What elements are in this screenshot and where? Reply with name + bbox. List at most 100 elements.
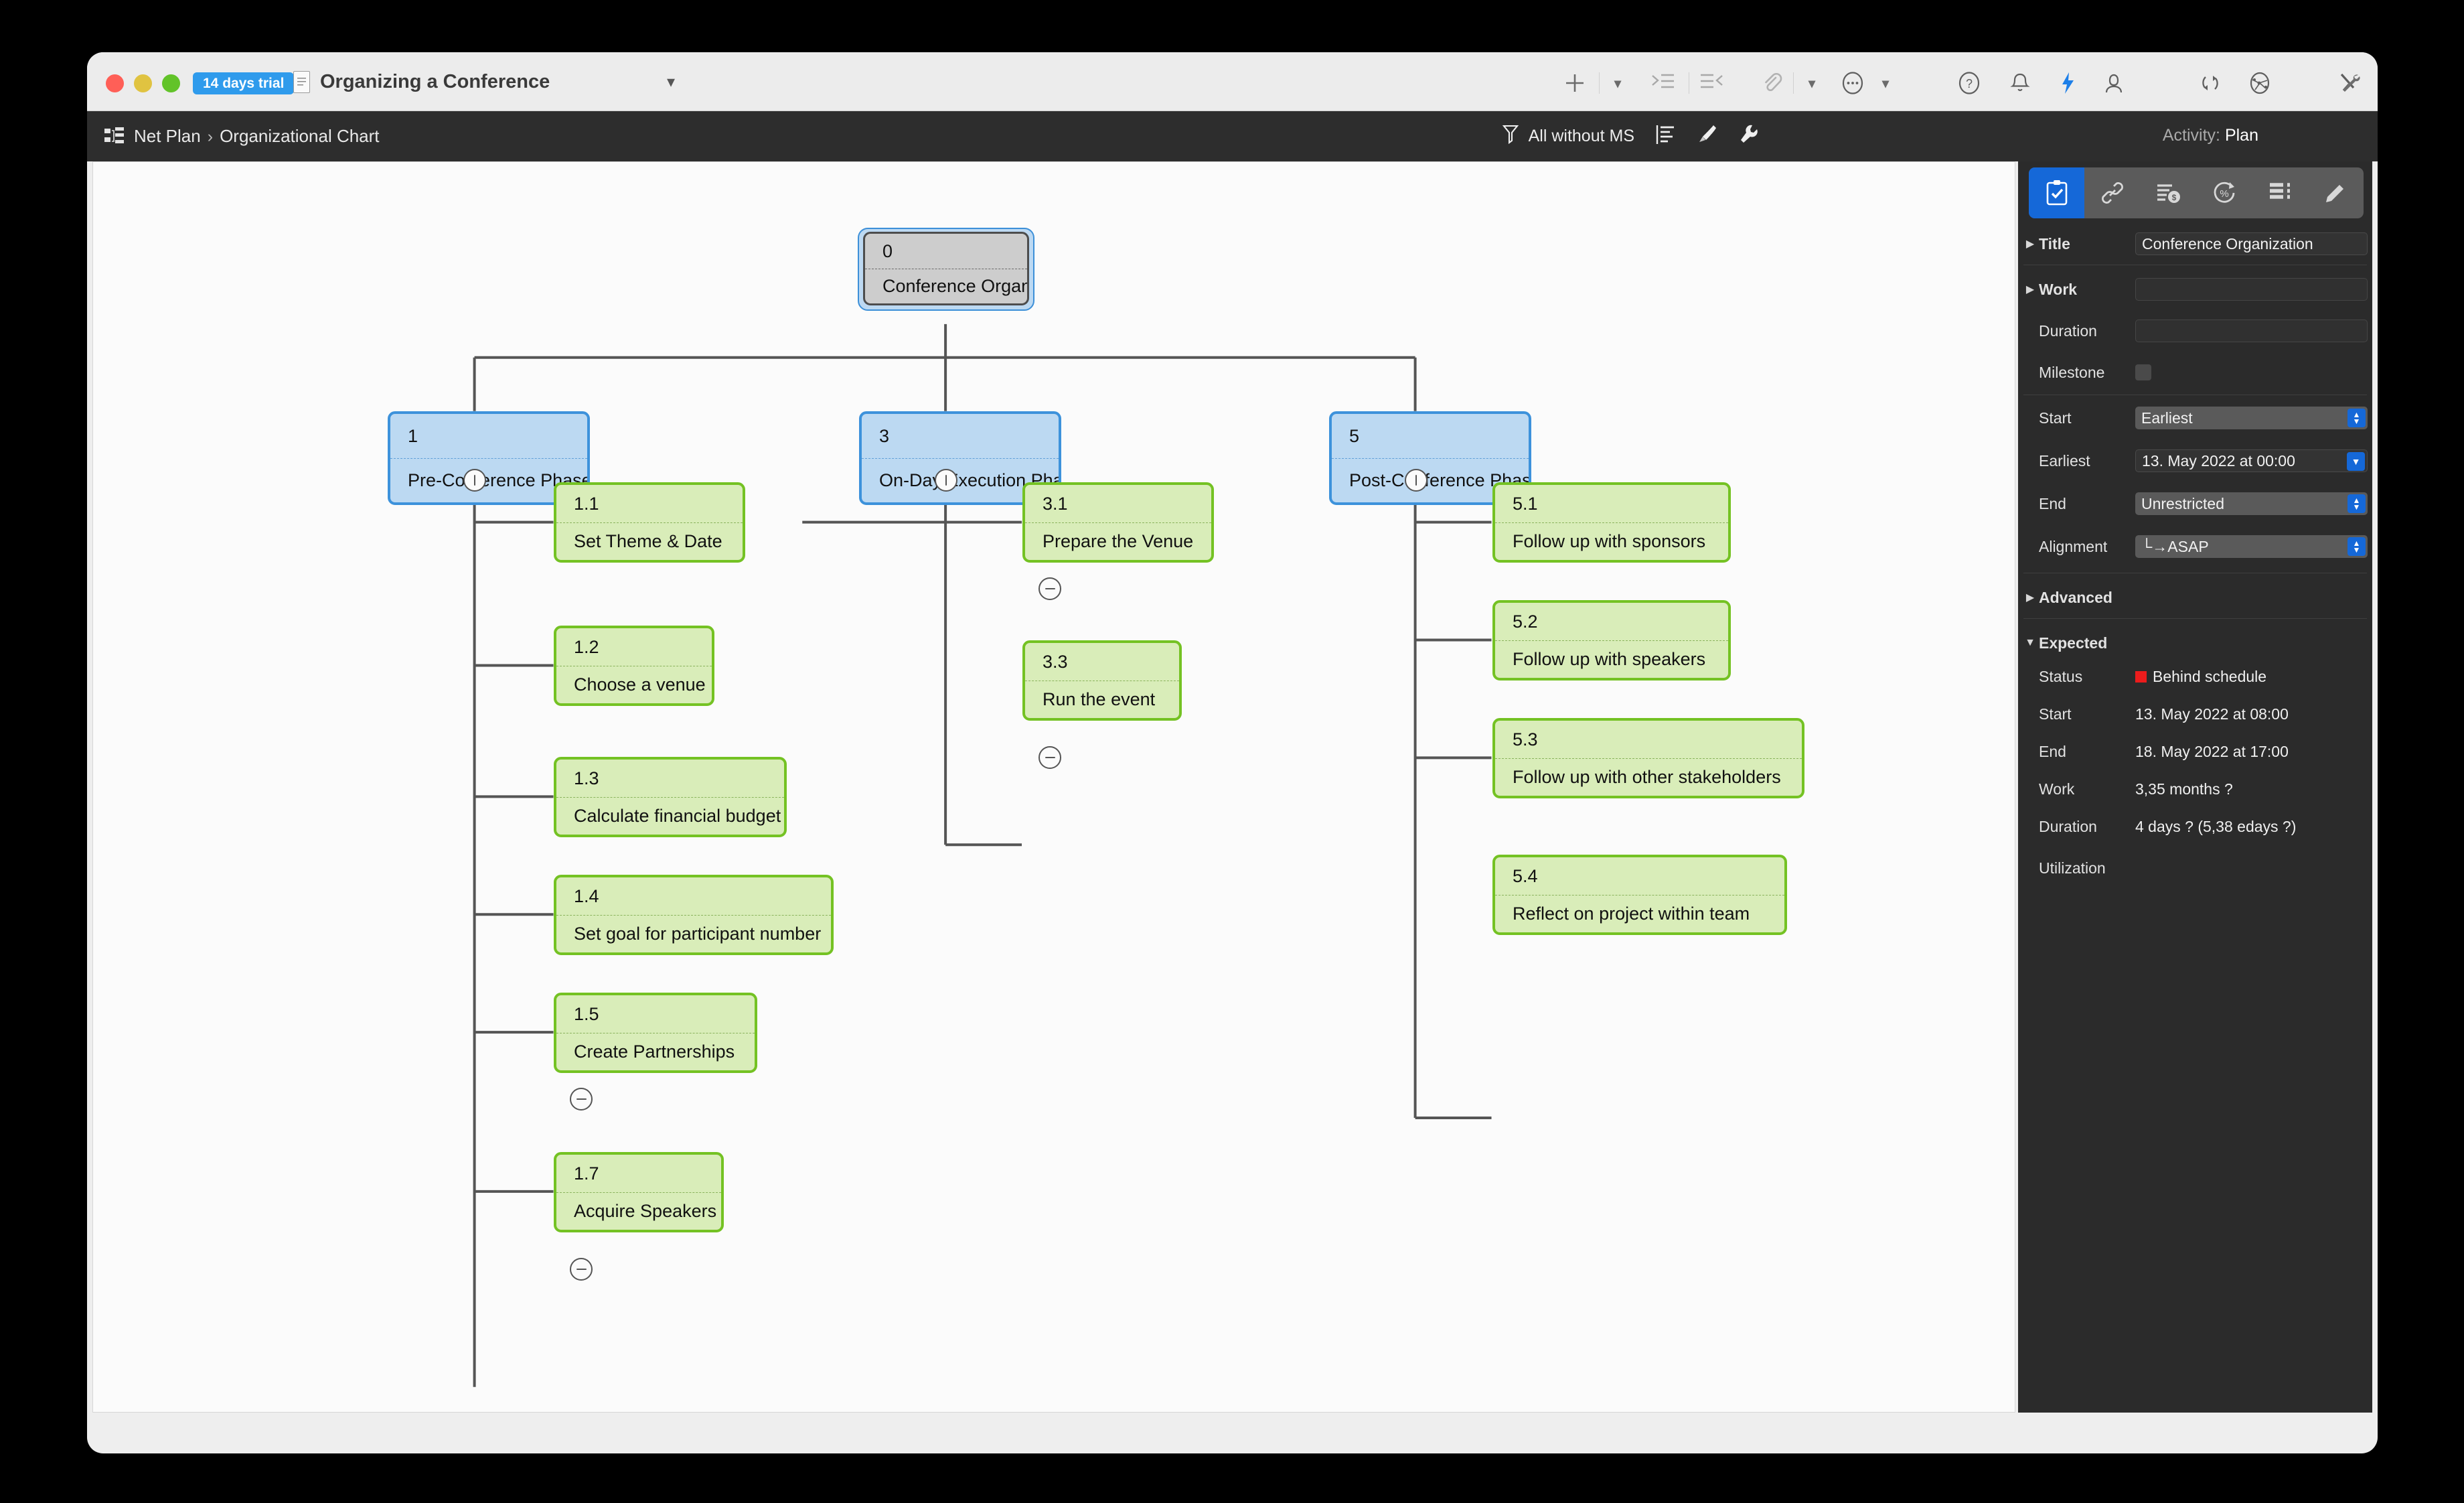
node-divider xyxy=(1495,522,1728,523)
end-value: Unrestricted xyxy=(2141,494,2224,512)
expected-work-label: Work xyxy=(2039,780,2075,798)
expected-start-label: Start xyxy=(2039,705,2072,723)
task-1-7-collapse-handle[interactable] xyxy=(570,1258,593,1281)
filter-funnel-icon[interactable] xyxy=(1502,123,1519,149)
attach-chevron-down-icon[interactable]: ▾ xyxy=(1808,76,1816,91)
node-divider xyxy=(556,797,784,798)
end-stepper-icon[interactable]: ▲▼ xyxy=(2347,494,2366,513)
task-1-5-collapse-handle[interactable] xyxy=(570,1088,593,1111)
task-3-1-collapse-handle[interactable] xyxy=(1038,577,1061,600)
earliest-date-field[interactable]: 13. May 2022 at 00:00 ▼ xyxy=(2135,449,2368,472)
node-title: Acquire Speakers xyxy=(574,1200,717,1221)
node-task-3-3[interactable]: 3.3 Run the event xyxy=(1022,640,1182,721)
breadcrumb-item-net-plan[interactable]: Net Plan xyxy=(134,126,201,146)
filter-label[interactable]: All without MS xyxy=(1528,127,1634,145)
minimize-window-button[interactable] xyxy=(134,74,152,92)
outdent-icon[interactable] xyxy=(1695,68,1727,98)
node-divider xyxy=(556,522,743,523)
lightning-bolt-icon[interactable] xyxy=(2054,68,2081,98)
person-icon[interactable] xyxy=(2098,68,2129,98)
tab-links[interactable] xyxy=(2084,167,2140,218)
inspector-tab-bar: $ % xyxy=(2029,167,2364,218)
tab-progress[interactable]: % xyxy=(2196,167,2252,218)
tab-resources[interactable] xyxy=(2252,167,2307,218)
work-label: Work xyxy=(2039,280,2078,298)
node-task-5-4[interactable]: 5.4 Reflect on project within team xyxy=(1492,855,1787,935)
alignment-select[interactable]: └→ASAP ▲▼ xyxy=(2135,535,2368,558)
alignment-label: Alignment xyxy=(2039,537,2108,555)
app-window: 14 days trial Organizing a Conference ▾ … xyxy=(87,52,2378,1453)
node-task-5-1[interactable]: 5.1 Follow up with sponsors xyxy=(1492,482,1731,563)
chevron-down-icon[interactable]: ▾ xyxy=(667,73,676,91)
node-task-5-2[interactable]: 5.2 Follow up with speakers xyxy=(1492,600,1731,681)
alignment-stepper-icon[interactable]: ▲▼ xyxy=(2347,537,2366,556)
tab-general[interactable] xyxy=(2029,167,2085,218)
title-input[interactable]: Conference Organization xyxy=(2135,232,2368,255)
outline-list-icon[interactable] xyxy=(1656,124,1676,149)
node-task-1-5[interactable]: 1.5 Create Partnerships xyxy=(554,993,757,1073)
end-select[interactable]: Unrestricted ▲▼ xyxy=(2135,492,2368,515)
work-disclosure-triangle[interactable]: ▶ xyxy=(2025,284,2035,295)
node-task-5-3[interactable]: 5.3 Follow up with other stakeholders xyxy=(1492,718,1804,798)
task-3-3-collapse-handle[interactable] xyxy=(1038,746,1061,769)
more-chevron-down-icon[interactable]: ▾ xyxy=(1881,76,1890,91)
tab-notes[interactable] xyxy=(2308,167,2364,218)
expected-row-start: Start 13. May 2022 at 08:00 xyxy=(2018,703,2372,725)
plus-icon[interactable] xyxy=(1559,68,1591,98)
node-task-1-2[interactable]: 1.2 Choose a venue xyxy=(554,626,714,706)
start-label: Start xyxy=(2039,409,2072,427)
expected-end-label: End xyxy=(2039,742,2066,760)
expected-disclosure-triangle[interactable]: ▼ xyxy=(2025,637,2035,648)
phase-5-collapse-handle[interactable] xyxy=(1405,469,1428,492)
activity-label: Activity: xyxy=(2162,126,2220,145)
inspector-row-end: End Unrestricted ▲▼ xyxy=(2018,492,2372,515)
milestone-checkbox[interactable] xyxy=(2135,364,2151,380)
org-chart-canvas[interactable]: 0 Conference Organization 1 Pre-Conferen… xyxy=(92,161,2015,1413)
paintbrush-icon[interactable] xyxy=(1697,124,1717,149)
node-title: Reflect on project within team xyxy=(1513,903,1750,924)
work-input[interactable] xyxy=(2135,278,2368,301)
title-disclosure-triangle[interactable]: ▶ xyxy=(2025,238,2035,250)
add-chevron-down-icon[interactable]: ▾ xyxy=(1614,76,1622,91)
node-phase-3[interactable]: 3 On-Day Execution Phase xyxy=(859,411,1061,505)
start-select[interactable]: Earliest ▲▼ xyxy=(2135,407,2368,429)
node-divider xyxy=(1495,640,1728,641)
activity-value[interactable]: Plan xyxy=(2224,126,2258,145)
paperclip-icon[interactable] xyxy=(1756,68,1788,98)
inspector-section-advanced[interactable]: ▶ Advanced xyxy=(2018,586,2372,609)
tab-costs[interactable]: $ xyxy=(2141,167,2196,218)
node-task-1-7[interactable]: 1.7 Acquire Speakers xyxy=(554,1152,724,1232)
node-title: Follow up with sponsors xyxy=(1513,530,1706,551)
phase-1-collapse-handle[interactable] xyxy=(463,469,486,492)
earliest-chevron-down-icon[interactable]: ▼ xyxy=(2347,452,2365,471)
maximize-window-button[interactable] xyxy=(162,74,180,92)
node-task-1-1[interactable]: 1.1 Set Theme & Date xyxy=(554,482,745,563)
question-circle-icon[interactable]: ? xyxy=(1954,68,1985,98)
phase-3-collapse-handle[interactable] xyxy=(935,469,957,492)
wrench-icon[interactable] xyxy=(1739,124,1758,149)
start-stepper-icon[interactable]: ▲▼ xyxy=(2347,409,2366,427)
bell-icon[interactable] xyxy=(2005,68,2035,98)
trial-badge[interactable]: 14 days trial xyxy=(193,72,295,94)
indent-icon[interactable] xyxy=(1647,68,1679,98)
milestone-label: Milestone xyxy=(2039,363,2105,381)
advanced-disclosure-triangle[interactable]: ▶ xyxy=(2025,592,2035,603)
node-task-1-3[interactable]: 1.3 Calculate financial budget xyxy=(554,757,787,837)
globe-network-icon[interactable] xyxy=(2244,68,2275,98)
ellipsis-circle-icon[interactable] xyxy=(1837,68,1868,98)
node-divider xyxy=(1025,522,1211,523)
inspector-row-milestone: Milestone xyxy=(2018,361,2372,384)
node-task-3-1[interactable]: 3.1 Prepare the Venue xyxy=(1022,482,1214,563)
tools-icon[interactable] xyxy=(2334,68,2366,98)
refresh-icon[interactable] xyxy=(2195,68,2226,98)
expected-work-value: 3,35 months ? xyxy=(2135,780,2233,798)
close-window-button[interactable] xyxy=(106,74,124,92)
breadcrumb-item-organizational-chart[interactable]: Organizational Chart xyxy=(220,126,380,146)
filter-group: All without MS xyxy=(1502,123,1758,149)
node-root[interactable]: 0 Conference Organization xyxy=(863,232,1029,305)
duration-input[interactable] xyxy=(2135,319,2368,342)
node-task-1-4[interactable]: 1.4 Set goal for participant number xyxy=(554,875,834,955)
expected-start-value: 13. May 2022 at 08:00 xyxy=(2135,705,2289,723)
inspector-section-expected[interactable]: ▼ Expected xyxy=(2018,632,2372,654)
node-number: 0 xyxy=(882,240,893,261)
